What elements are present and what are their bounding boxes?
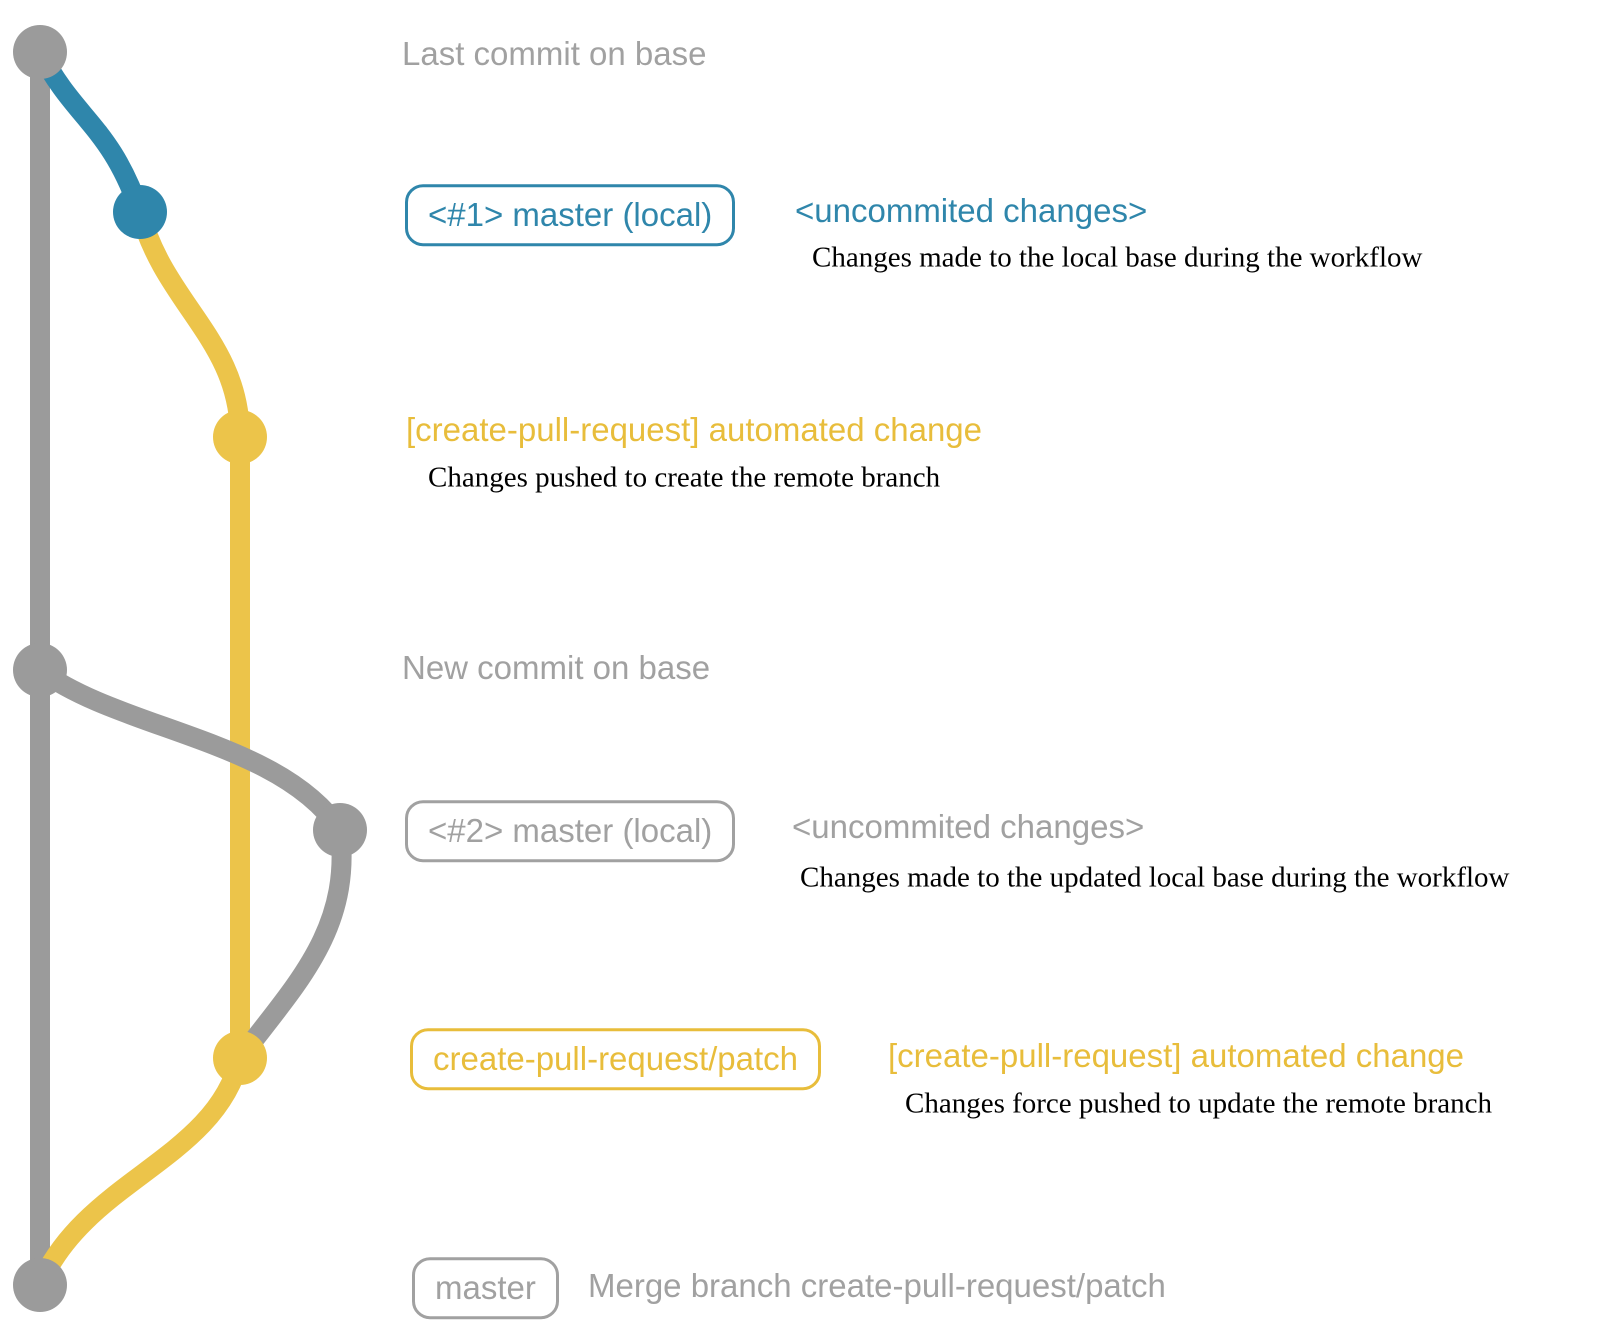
commit-message-uncommited-2: <uncommited changes> xyxy=(792,808,1145,846)
commit-dot-automated-change-1 xyxy=(213,410,267,464)
commit-dot-uncommited-changes-1 xyxy=(113,185,167,239)
commit-dot-merge-commit xyxy=(13,1258,67,1312)
edge-remote-branch-merge xyxy=(30,1055,250,1290)
badge-text: master xyxy=(412,1257,559,1319)
branch-badge-master-local-2: <#2> master (local) xyxy=(405,800,736,862)
edge-local-branch-2 xyxy=(34,661,349,836)
commit-dot-last-commit-on-base xyxy=(13,25,67,79)
edge-remote-branch-create xyxy=(130,209,250,438)
annotation-updated-local-base-changes: Changes made to the updated local base d… xyxy=(800,861,1510,894)
badge-text: <#1> master (local) xyxy=(405,184,736,246)
annotation-local-base-changes: Changes made to the local base during th… xyxy=(812,241,1423,274)
commit-message-uncommited-1: <uncommited changes> xyxy=(795,192,1148,230)
branch-badge-master-local-1: <#1> master (local) xyxy=(405,184,736,246)
annotation-push-remote-branch: Changes pushed to create the remote bran… xyxy=(428,461,941,494)
commit-graph xyxy=(13,25,367,1312)
commit-message-merge-branch: Merge branch create-pull-request/patch xyxy=(588,1267,1166,1305)
commit-message-new-commit: New commit on base xyxy=(402,649,711,687)
commit-dot-automated-change-2 xyxy=(213,1031,267,1085)
badge-text: create-pull-request/patch xyxy=(410,1028,822,1090)
annotation-force-push-remote-branch: Changes force pushed to update the remot… xyxy=(905,1087,1493,1120)
commit-dot-new-commit-on-base xyxy=(13,643,67,697)
edge-local-branch-2-merge xyxy=(232,828,352,1065)
commit-message-last-commit: Last commit on base xyxy=(402,35,707,73)
edge-local-branch-1 xyxy=(31,47,150,216)
badge-text: <#2> master (local) xyxy=(405,800,736,862)
branch-badge-create-pull-request-patch: create-pull-request/patch xyxy=(410,1028,822,1090)
commit-dot-uncommited-changes-2 xyxy=(313,803,367,857)
commit-message-automated-change-2: [create-pull-request] automated change xyxy=(888,1037,1465,1075)
commit-message-automated-change-1: [create-pull-request] automated change xyxy=(406,411,983,449)
branch-badge-master: master xyxy=(412,1257,559,1319)
